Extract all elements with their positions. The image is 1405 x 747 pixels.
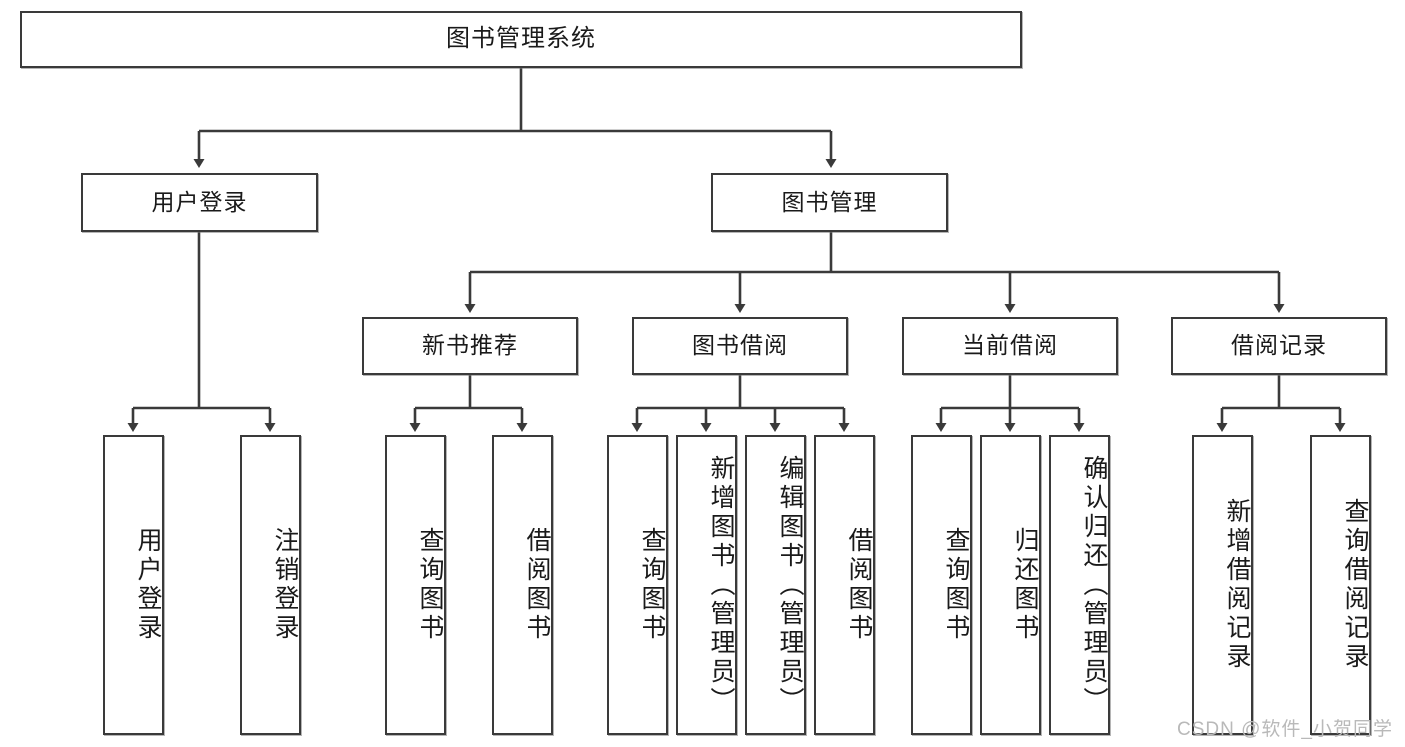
leaf-borrow-book[interactable]: 借阅图书 bbox=[814, 435, 875, 735]
leaf-user-login[interactable]: 用户登录 bbox=[103, 435, 164, 735]
node-current-borrow[interactable]: 当前借阅 bbox=[902, 317, 1118, 375]
node-book-management[interactable]: 图书管理 bbox=[711, 173, 948, 232]
node-new-book-recommend[interactable]: 新书推荐 bbox=[362, 317, 578, 375]
leaf-query-book-borrow[interactable]: 查询图书 bbox=[607, 435, 668, 735]
leaf-query-book-current[interactable]: 查询图书 bbox=[911, 435, 972, 735]
leaf-borrow-book-new[interactable]: 借阅图书 bbox=[492, 435, 553, 735]
node-book-borrow[interactable]: 图书借阅 bbox=[632, 317, 848, 375]
node-user-login[interactable]: 用户登录 bbox=[81, 173, 318, 232]
leaf-add-book-admin[interactable]: 新增图书（管理员） bbox=[676, 435, 737, 735]
leaf-logout[interactable]: 注销登录 bbox=[240, 435, 301, 735]
csdn-watermark: CSDN @软件_小贺同学 bbox=[1177, 719, 1393, 740]
leaf-edit-book-admin[interactable]: 编辑图书（管理员） bbox=[745, 435, 806, 735]
leaf-query-book-new[interactable]: 查询图书 bbox=[385, 435, 446, 735]
leaf-query-borrow-record[interactable]: 查询借阅记录 bbox=[1310, 435, 1371, 735]
leaf-add-borrow-record[interactable]: 新增借阅记录 bbox=[1192, 435, 1253, 735]
leaf-confirm-return-admin[interactable]: 确认归还（管理员） bbox=[1049, 435, 1110, 735]
node-borrow-record[interactable]: 借阅记录 bbox=[1171, 317, 1387, 375]
node-root-library-system[interactable]: 图书管理系统 bbox=[20, 11, 1022, 68]
leaf-return-book[interactable]: 归还图书 bbox=[980, 435, 1041, 735]
